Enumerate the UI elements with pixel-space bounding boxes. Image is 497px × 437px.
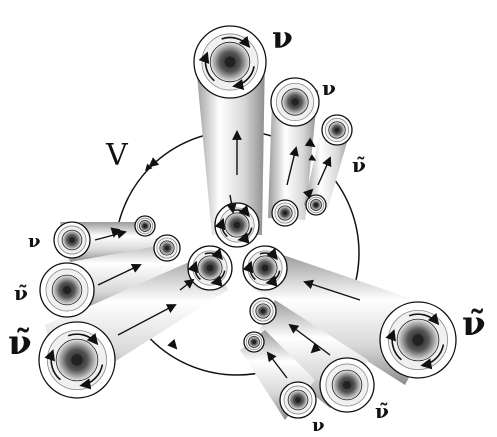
vortex-inner-right-a — [250, 298, 276, 324]
vortex-right-small — [280, 382, 316, 418]
vortex-right-medium — [320, 358, 374, 412]
label-big-v: V — [105, 138, 129, 173]
vortex-right-large — [380, 302, 456, 378]
vortex-top-large — [194, 26, 266, 98]
vortex-center-left — [188, 246, 232, 290]
label-nu-left-small: ν — [28, 231, 41, 252]
vortex-left-large — [39, 322, 115, 398]
label-nu-tilde-left-medium: ν̃ — [14, 281, 28, 305]
vortex-inner-top-a — [272, 200, 298, 226]
vortex-inner-top-b — [306, 195, 326, 215]
vortex-left-medium — [40, 263, 94, 317]
label-nu-tilde-top-small: ν̃ — [352, 153, 366, 177]
rotation-arrow-v-5 — [160, 330, 176, 348]
label-nu-tilde-right-medium: ν̃ — [375, 399, 389, 423]
label-nu-right-small: ν — [312, 415, 325, 436]
vortex-left-small — [54, 222, 90, 258]
vortex-inner-left-b — [135, 216, 155, 236]
vortex-inner-left-a — [154, 235, 180, 261]
vortex-inner-right-b — [244, 332, 264, 352]
label-nu-tilde-left-large: ν̃ — [8, 323, 32, 363]
vortex-center-top — [215, 203, 259, 247]
label-nu-top-large: ν — [272, 21, 293, 56]
vortex-center-right — [243, 246, 287, 290]
label-nu-top-medium: ν — [322, 76, 336, 100]
vortex-top-medium — [271, 78, 319, 126]
label-nu-tilde-right-large: ν̃ — [462, 304, 486, 344]
vortex-top-small — [322, 115, 352, 145]
